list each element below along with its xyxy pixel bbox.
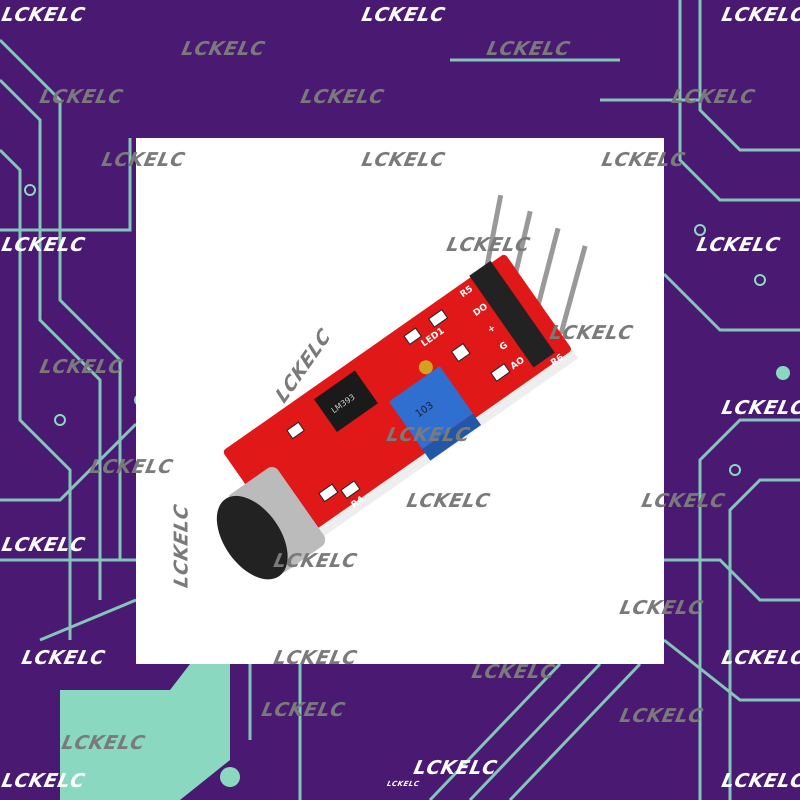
watermark: LCKELC bbox=[484, 38, 573, 60]
watermark: LCKELC bbox=[271, 647, 360, 669]
pin-header bbox=[469, 260, 555, 368]
watermark: LCKELC bbox=[271, 550, 360, 572]
watermark: LCKELC bbox=[719, 4, 800, 26]
watermark: LCKELC bbox=[599, 149, 688, 171]
watermark: LCKELC bbox=[87, 456, 176, 478]
watermark: LCKELC bbox=[404, 490, 493, 512]
watermark: LCKELC bbox=[617, 705, 706, 727]
watermark: LCKELC bbox=[259, 699, 348, 721]
watermark: LCKELC bbox=[19, 647, 108, 669]
watermark: LCKELC bbox=[0, 234, 88, 256]
label-plus: + bbox=[486, 323, 498, 336]
watermark: LCKELC bbox=[411, 757, 500, 779]
watermark: LCKELC bbox=[694, 234, 783, 256]
watermark: LCKELC bbox=[37, 86, 126, 108]
watermark: LCKELC bbox=[639, 490, 728, 512]
watermark: LCKELC bbox=[99, 149, 188, 171]
watermark: LCKELC bbox=[359, 4, 448, 26]
watermark: LCKELC bbox=[669, 86, 758, 108]
label-g: G bbox=[498, 341, 510, 353]
watermark: LCKELC bbox=[469, 661, 558, 683]
watermark: LCKELC bbox=[359, 149, 448, 171]
watermark: LCKELC bbox=[617, 597, 706, 619]
watermark: LCKELC bbox=[719, 647, 800, 669]
watermark: LCKELC bbox=[59, 732, 148, 754]
microphone bbox=[216, 495, 288, 580]
watermark: LCKELC bbox=[179, 38, 268, 60]
watermark: LCKELC bbox=[298, 86, 387, 108]
watermark: LCKELC bbox=[0, 770, 88, 792]
lm393-chip bbox=[313, 370, 378, 432]
watermark: LCKELC bbox=[37, 356, 126, 378]
watermark: LCKELC bbox=[384, 424, 473, 446]
pot-screw bbox=[418, 360, 433, 375]
watermark: LCKELC bbox=[170, 502, 193, 590]
watermark: LCKELC bbox=[0, 4, 88, 26]
watermark: LCKELC bbox=[719, 397, 800, 419]
watermark: LCKELC bbox=[386, 780, 421, 788]
potentiometer bbox=[388, 366, 473, 450]
watermark: LCKELC bbox=[444, 234, 533, 256]
watermark: LCKELC bbox=[719, 770, 800, 792]
microphone-body bbox=[227, 467, 326, 574]
watermark: LCKELC bbox=[0, 534, 88, 556]
watermark: LCKELC bbox=[547, 322, 636, 344]
